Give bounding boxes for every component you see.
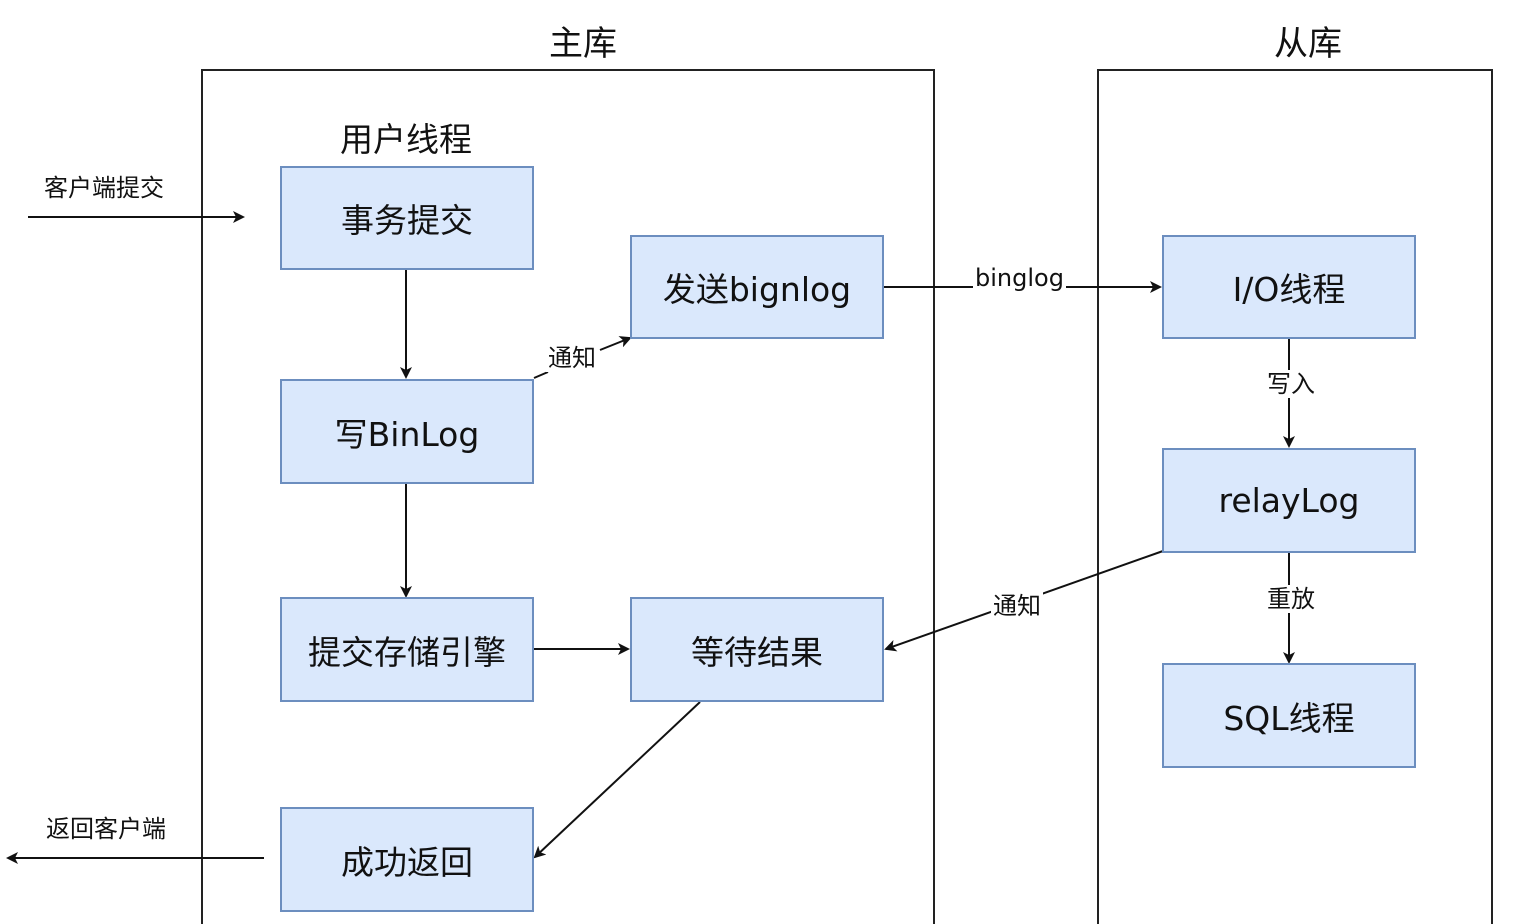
user-thread-label: 用户线程	[340, 120, 472, 159]
node-commit-engine: 提交存储引擎	[280, 597, 534, 702]
node-wait-result: 等待结果	[630, 597, 884, 702]
node-send-binlog: 发送bignlog	[630, 235, 884, 339]
node-relay-log: relayLog	[1162, 448, 1416, 553]
edge-wait-to-return	[533, 701, 701, 859]
label-notify-send: 通知	[546, 344, 598, 372]
node-write-binlog: 写BinLog	[280, 379, 534, 484]
label-binlog: binglog	[973, 264, 1066, 292]
master-title: 主库	[549, 24, 617, 64]
node-sql-thread: SQL线程	[1162, 663, 1416, 768]
label-replay: 重放	[1265, 585, 1317, 613]
edge-notify-send	[533, 371, 549, 379]
node-io-thread: I/O线程	[1162, 235, 1416, 339]
label-notify-wait: 通知	[991, 592, 1043, 620]
slave-title: 从库	[1274, 24, 1342, 64]
label-client-commit: 客户端提交	[42, 174, 166, 202]
label-return-client: 返回客户端	[44, 815, 168, 843]
label-write-in: 写入	[1265, 370, 1317, 398]
node-commit-tx: 事务提交	[280, 166, 534, 270]
master-container	[201, 69, 935, 924]
slave-container	[1097, 69, 1493, 924]
node-return-success: 成功返回	[280, 807, 534, 912]
